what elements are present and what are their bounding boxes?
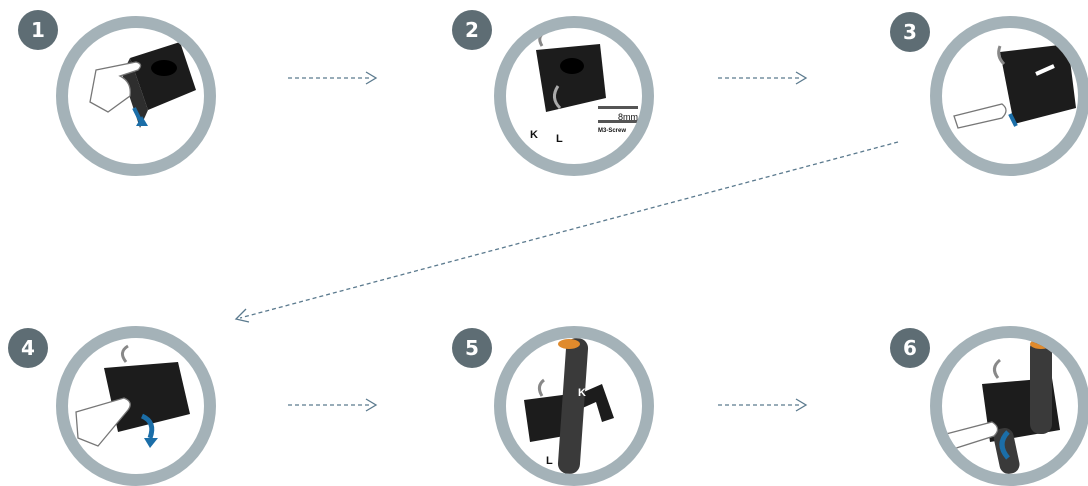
step-4-number-badge: 4: [8, 328, 48, 368]
step-6-circle: [930, 326, 1088, 486]
arrowhead-2-to-3: [796, 72, 806, 84]
finger-press-clamp-open-icon: [68, 28, 204, 164]
insert-cable-icon: K L: [506, 338, 642, 474]
step-5-circle: K L: [494, 326, 654, 486]
wire-terminal-screw-icon: K L 8mm M3-Screw: [506, 28, 642, 164]
arrowhead-1-to-2: [366, 72, 376, 84]
step-2-circle: K L 8mm M3-Screw: [494, 16, 654, 176]
hand-open-clamp-icon: [68, 338, 204, 474]
step-5-k-label: K: [578, 387, 586, 399]
step-2-dimension-label: 8mm: [618, 112, 638, 122]
arrowhead-4-to-5: [366, 399, 376, 411]
step-3-circle: [930, 16, 1088, 176]
step-2-number-badge: 2: [452, 10, 492, 50]
step-2-l-label: L: [556, 133, 563, 145]
arrowhead-3-to-4: [236, 309, 249, 322]
thumb-close-terminal-icon: [942, 28, 1078, 164]
step-3-number-badge: 3: [890, 12, 930, 52]
close-clamp-on-cable-icon: [942, 338, 1078, 474]
step-5-l-label: L: [546, 455, 553, 467]
step-1-circle: [56, 16, 216, 176]
step-4-circle: [56, 326, 216, 486]
step-1-number-badge: 1: [18, 10, 58, 50]
step-6-number-badge: 6: [890, 328, 930, 368]
step-2-k-label: K: [530, 129, 538, 141]
arrowhead-5-to-6: [796, 399, 806, 411]
step-2-screw-label: M3-Screw: [598, 128, 626, 134]
step-5-number-badge: 5: [452, 328, 492, 368]
